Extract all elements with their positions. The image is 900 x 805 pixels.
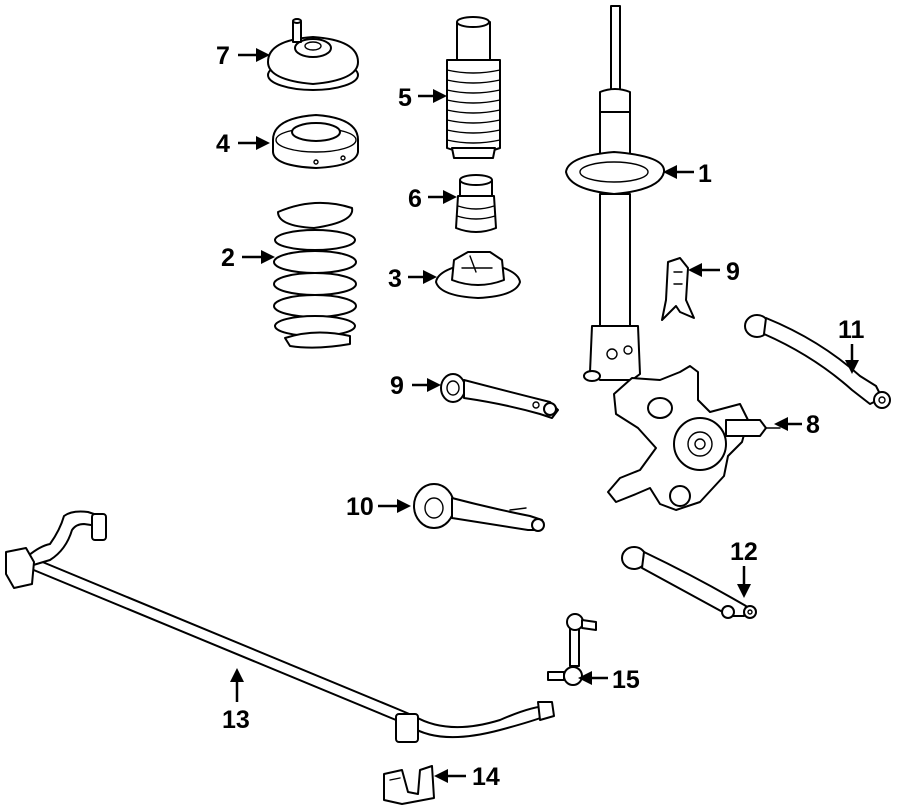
part-6-bump-stop <box>455 174 497 233</box>
part-3-spring-isolator <box>435 251 521 299</box>
callout-5-label: 5 <box>398 84 412 112</box>
part-8-knuckle-hub <box>607 365 781 511</box>
callout-1: 1 <box>663 160 712 188</box>
part-9-link <box>440 373 559 419</box>
callout-14-label: 14 <box>472 763 500 791</box>
callout-2-label: 2 <box>221 244 235 272</box>
callout-6-label: 6 <box>408 185 422 213</box>
callout-2: 2 <box>221 244 275 272</box>
callout-13-label: 13 <box>222 706 250 734</box>
callout-12: 12 <box>730 538 758 598</box>
callout-3: 3 <box>388 265 437 293</box>
part-5-dust-boot <box>446 16 501 159</box>
callout-10-label: 10 <box>346 493 374 521</box>
part-9-bracket-upper <box>661 257 695 321</box>
callout-1-label: 1 <box>698 160 712 188</box>
part-15-stabilizer-link <box>547 613 597 686</box>
part-13-stabilizer-bar <box>5 510 555 743</box>
part-2-coil-spring <box>273 201 357 349</box>
callout-9-lower-label: 9 <box>390 372 404 400</box>
callout-10: 10 <box>346 493 411 521</box>
callout-4-label: 4 <box>216 130 230 158</box>
callout-9-upper-label: 9 <box>726 258 740 286</box>
callout-11-label: 11 <box>838 316 865 344</box>
part-14-bushing-bracket <box>383 765 435 805</box>
callout-9-upper: 9 <box>688 258 740 286</box>
part-12-lateral-link <box>621 546 757 619</box>
part-7-spring-upper-mount <box>267 18 359 91</box>
callout-7: 7 <box>216 42 270 70</box>
callout-6: 6 <box>408 185 457 213</box>
callout-9-lower: 9 <box>390 372 441 400</box>
callout-11: 11 <box>838 316 865 374</box>
callout-15-label: 15 <box>612 666 640 694</box>
callout-14: 14 <box>434 763 500 791</box>
part-4-spring-seat <box>272 114 359 169</box>
callout-3-label: 3 <box>388 265 402 293</box>
callout-15: 15 <box>578 666 640 694</box>
callout-4: 4 <box>216 130 270 158</box>
part-10-lower-link <box>413 483 545 532</box>
callout-8-label: 8 <box>806 411 820 439</box>
callout-5: 5 <box>398 84 447 112</box>
callout-12-label: 12 <box>730 538 758 566</box>
part-1-strut-assembly <box>565 5 665 382</box>
callout-13: 13 <box>222 668 250 734</box>
part-11-upper-arm <box>744 314 891 409</box>
callout-7-label: 7 <box>216 42 230 70</box>
callout-8: 8 <box>774 411 820 439</box>
